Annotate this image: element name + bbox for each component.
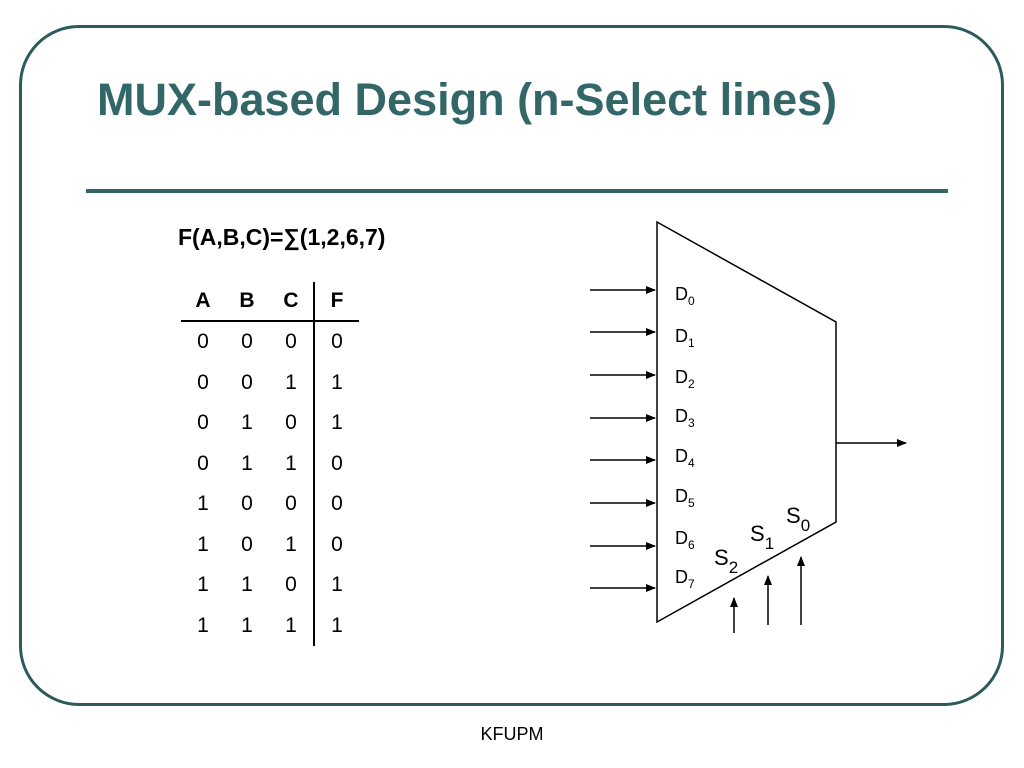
cell-b: 1 [241,573,253,597]
cell-a: 0 [197,370,209,394]
label-s0: S0 [786,503,810,535]
cell-f: 0 [313,484,359,525]
cell-f: 1 [313,403,359,444]
table-row: 1 0 1 0 [181,524,359,565]
label-d7: D7 [675,567,695,591]
cell-b: 1 [241,451,253,475]
header-f: F [313,282,359,322]
header-c: C [269,282,314,322]
cell-a: 1 [197,613,209,637]
slide-title: MUX-based Design (n-Select lines) [97,74,838,125]
label-d1: D1 [675,326,695,350]
cell-f: 1 [313,605,359,646]
cell-c: 1 [285,532,297,556]
label-d4: D4 [675,446,695,470]
cell-c: 0 [285,573,297,597]
truth-table: A B C F 0 0 0 0 0 0 1 1 0 1 0 1 0 1 1 0 [181,282,359,646]
cell-c: 0 [285,411,297,435]
mux-body [656,220,837,624]
title-underline [86,189,948,193]
cell-b: 1 [241,411,253,435]
cell-f: 0 [313,524,359,565]
cell-c: 1 [285,451,297,475]
header-b: B [225,282,269,322]
label-d5: D5 [675,486,695,510]
label-s2: S2 [714,545,738,577]
cell-a: 0 [197,411,209,435]
slide-footer: KFUPM [480,724,544,744]
truth-table-header-row: A B C F [181,282,359,322]
table-row: 0 1 0 1 [181,403,359,444]
table-row: 0 0 0 0 [181,321,359,363]
table-row: 0 1 1 0 [181,443,359,484]
label-d6: D6 [675,528,695,552]
cell-b: 0 [241,492,253,516]
slide-frame [19,25,1004,706]
cell-b: 0 [241,330,253,354]
label-d0: D0 [675,284,695,308]
table-row: 0 0 1 1 [181,362,359,403]
table-row: 1 1 1 1 [181,605,359,646]
cell-c: 1 [285,370,297,394]
cell-c: 0 [285,492,297,516]
cell-a: 0 [197,330,209,354]
cell-a: 1 [197,492,209,516]
cell-f: 1 [313,565,359,606]
cell-f: 0 [313,443,359,484]
label-s1: S1 [750,521,774,553]
cell-a: 1 [197,532,209,556]
header-a: A [181,282,225,322]
cell-b: 1 [241,613,253,637]
cell-b: 0 [241,370,253,394]
cell-f: 0 [313,321,359,363]
cell-a: 1 [197,573,209,597]
cell-f: 1 [313,362,359,403]
cell-b: 0 [241,532,253,556]
cell-c: 0 [285,330,297,354]
table-row: 1 0 0 0 [181,484,359,525]
table-row: 1 1 0 1 [181,565,359,606]
cell-c: 1 [285,613,297,637]
cell-a: 0 [197,451,209,475]
function-formula: F(A,B,C)=∑(1,2,6,7) [178,224,386,250]
label-d3: D3 [675,406,695,430]
label-d2: D2 [675,367,695,391]
